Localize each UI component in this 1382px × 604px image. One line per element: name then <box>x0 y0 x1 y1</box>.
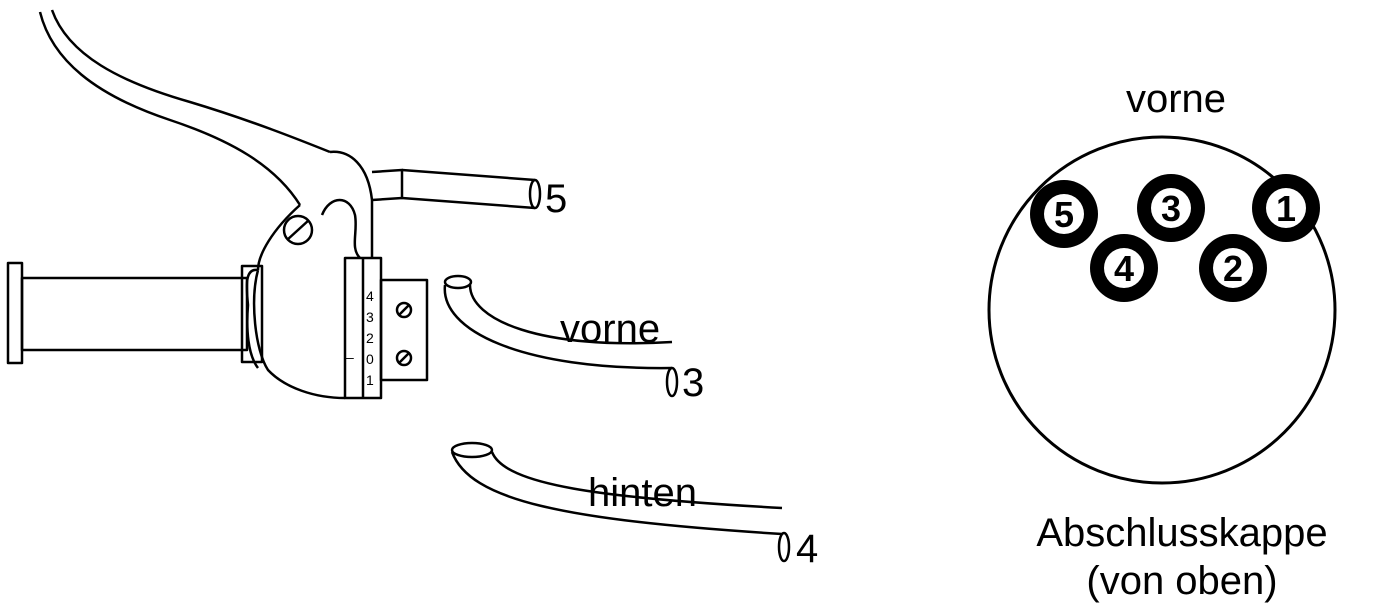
cap-title: Abschlusskappe <box>1036 511 1327 555</box>
cable-label-front: 3 <box>682 361 704 405</box>
rear-hose-end <box>777 531 791 563</box>
pivot-screw-icon <box>282 214 314 246</box>
cable-label-rear: 4 <box>796 527 818 571</box>
front-hose-end <box>665 366 679 398</box>
rear-hose-inlet <box>450 441 494 459</box>
cap-top-label: vorne <box>1126 77 1226 121</box>
scale-mark: 4 <box>366 288 374 304</box>
front-hose <box>443 284 673 370</box>
port-5: 5 <box>1030 180 1098 248</box>
scale-mark: 2 <box>366 330 374 346</box>
top-cable <box>371 168 536 210</box>
front-hose-label: vorne <box>560 307 660 351</box>
port-1: 1 <box>1252 174 1320 242</box>
lever-blade <box>38 9 331 206</box>
lever-body <box>245 150 374 400</box>
front-hose-inlet <box>443 274 473 290</box>
grip <box>20 276 249 352</box>
lever-hump <box>320 198 361 259</box>
rear-hose <box>450 451 783 536</box>
end-cap-outline <box>987 135 1337 485</box>
brake-lever-assembly <box>6 9 791 563</box>
rear-hose-label: hinten <box>588 471 697 515</box>
port-3: 3 <box>1137 174 1205 242</box>
port-label: 4 <box>1114 248 1134 289</box>
grip-end-cap <box>6 261 24 365</box>
clamp-block <box>379 278 429 382</box>
port-label: 5 <box>1054 194 1074 235</box>
scale-mark: 1 <box>366 372 374 388</box>
port-label: 1 <box>1276 188 1296 229</box>
scale-mark: 3 <box>366 309 374 325</box>
port-label: 2 <box>1223 248 1243 289</box>
clamp-screw-icon <box>395 301 413 319</box>
cable-label-top: 5 <box>545 177 567 221</box>
scale-marks: 4 3 2 0 1 – <box>346 288 374 388</box>
scale-mark: 0 <box>366 351 374 367</box>
end-cap: 5 3 1 4 2 <box>987 135 1337 485</box>
clamp-screw-icon <box>395 349 413 367</box>
cap-subtitle: (von oben) <box>1086 559 1277 603</box>
port-4: 4 <box>1090 234 1158 302</box>
top-cable-end <box>528 178 542 210</box>
port-2: 2 <box>1199 234 1267 302</box>
grip-collar <box>240 264 264 364</box>
scale-dash: – <box>346 349 354 365</box>
port-label: 3 <box>1161 188 1181 229</box>
